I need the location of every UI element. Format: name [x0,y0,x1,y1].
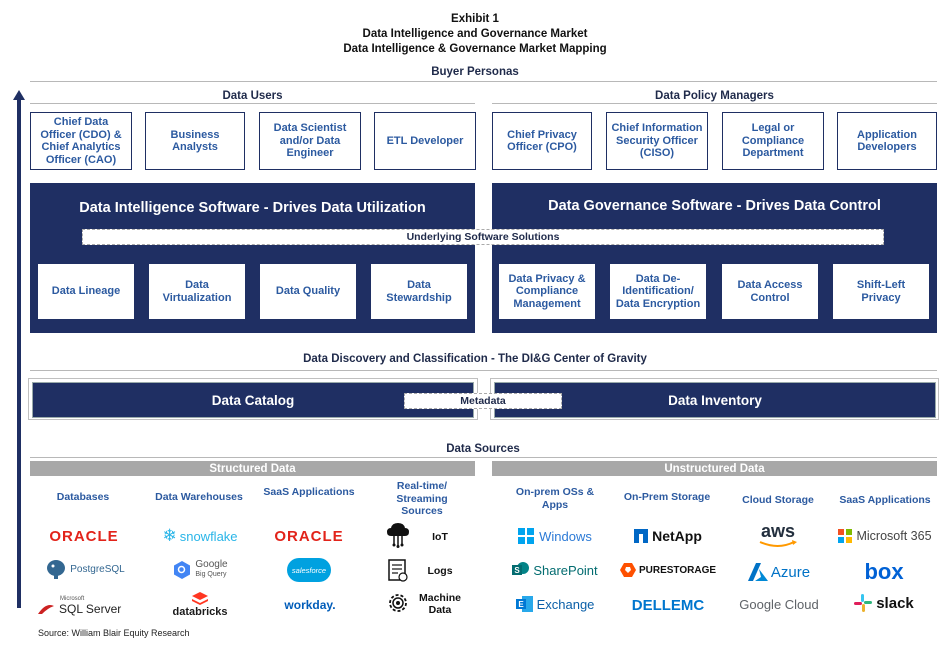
netapp-logo: NetApp [618,526,718,546]
divider [30,457,937,458]
category-onprem-storage: On-Prem Storage [623,491,711,503]
persona-legal: Legal or Compliance Department [722,112,824,170]
exhibit-label: Exhibit 1 [451,13,499,25]
logs-label: Logs [427,565,453,577]
snowflake-icon: ❄ [162,526,177,545]
structured-data-band: Structured Data [30,461,475,476]
solution-data-virtualization: Data Virtualization [149,264,245,319]
logs-icon [388,559,408,582]
machine-data-label: Machine Data [418,592,461,616]
persona-app-developers: Application Developers [837,112,937,170]
oracle-logo: ORACLE [49,527,119,545]
persona-business-analysts: Business Analysts [145,112,245,170]
google-cloud-logo: Google Cloud [739,596,819,612]
solution-de-identification: Data De-Identification/ Data Encryption [610,264,706,319]
governance-title: Data Governance Software - Drives Data C… [548,198,881,214]
microsoft365-logo: Microsoft 365 [832,526,938,546]
oracle-saas-logo: ORACLE [274,527,344,545]
postgresql-logo: PostgreSQL [36,557,134,581]
page-title: Data Intelligence and Governance Market [362,28,588,40]
purestorage-logo: PURESTORAGE [616,560,720,580]
google-bigquery-logo: Google Big Query [160,558,240,582]
category-streaming: Real-time/ Streaming Sources [396,480,448,517]
page-subtitle: Data Intelligence & Governance Market Ma… [343,43,607,55]
data-catalog: Data Catalog [32,382,474,418]
aws-smile-icon [759,540,797,547]
buyer-personas-label: Buyer Personas [431,66,519,78]
svg-text:S: S [515,566,521,575]
persona-etl-developer: ETL Developer [374,112,476,170]
svg-text:E: E [518,600,524,609]
workday-logo: workday. [284,598,336,612]
divider [30,81,937,82]
category-data-warehouses: Data Warehouses [155,491,243,503]
solution-data-privacy: Data Privacy & Compliance Management [499,264,595,319]
iot-cloud-icon [387,523,409,548]
persona-cdo: Chief Data Officer (CDO) & Chief Analyti… [30,112,132,170]
category-databases: Databases [56,491,110,503]
category-cloud-storage: Cloud Storage [742,494,814,506]
databricks-logo: databricks [160,590,240,620]
purestorage-icon [619,563,636,577]
sharepoint-logo: S SharePoint [508,560,602,580]
box-logo: box [864,559,904,584]
data-users-label: Data Users [222,90,283,102]
sharepoint-icon: S [512,562,530,575]
slack-icon [854,594,873,612]
divider [492,103,937,104]
up-arrow-icon [13,90,25,608]
metadata-bar: Metadata [404,393,562,409]
exchange-logo: E Exchange [508,594,602,614]
azure-icon [747,563,768,581]
persona-ciso: Chief Information Security Officer (CISO… [606,112,708,170]
solution-data-stewardship: Data Stewardship [371,264,467,319]
intelligence-title: Data Intelligence Software - Drives Data… [79,200,426,216]
snowflake-logo: ❄ snowflake [162,526,238,545]
iot-label: IoT [432,531,448,543]
databricks-icon [192,592,208,605]
category-saas-unstructured: SaaS Applications [839,494,931,506]
solution-shift-left-privacy: Shift-Left Privacy [833,264,929,319]
salesforce-logo: salesforce [286,557,332,583]
unstructured-data-band: Unstructured Data [492,461,937,476]
exchange-icon: E [515,596,533,612]
underlying-software-bar: Underlying Software Solutions [82,229,884,245]
azure-logo: Azure [738,560,820,584]
data-sources-label: Data Sources [446,443,520,455]
elephant-icon [47,560,66,579]
microsoft-icon [838,529,853,543]
sqlserver-icon [38,605,54,614]
divider [30,370,937,371]
discovery-label: Data Discovery and Classification - The … [303,353,647,365]
windows-logo: Windows [510,526,600,546]
windows-icon [518,528,535,544]
divider [30,103,475,104]
policy-managers-label: Data Policy Managers [655,90,774,102]
slack-logo: slack [840,592,928,614]
solution-access-control: Data Access Control [722,264,818,319]
netapp-icon [634,529,649,543]
persona-cpo: Chief Privacy Officer (CPO) [492,112,592,170]
solution-data-lineage: Data Lineage [38,264,134,319]
aws-logo: aws [738,520,818,550]
gear-icon [389,594,407,612]
solution-data-quality: Data Quality [260,264,356,319]
dellemc-logo: DELLEMC [631,596,705,614]
sqlserver-logo: Microsoft SQL Server [36,593,136,619]
category-onprem-os: On-prem OSs & Apps [515,486,595,511]
category-saas-structured: SaaS Applications [263,486,355,498]
bigquery-icon [174,561,191,579]
source-note: Source: William Blair Equity Research [38,628,190,638]
data-inventory: Data Inventory [494,382,936,418]
persona-data-scientist: Data Scientist and/or Data Engineer [259,112,361,170]
